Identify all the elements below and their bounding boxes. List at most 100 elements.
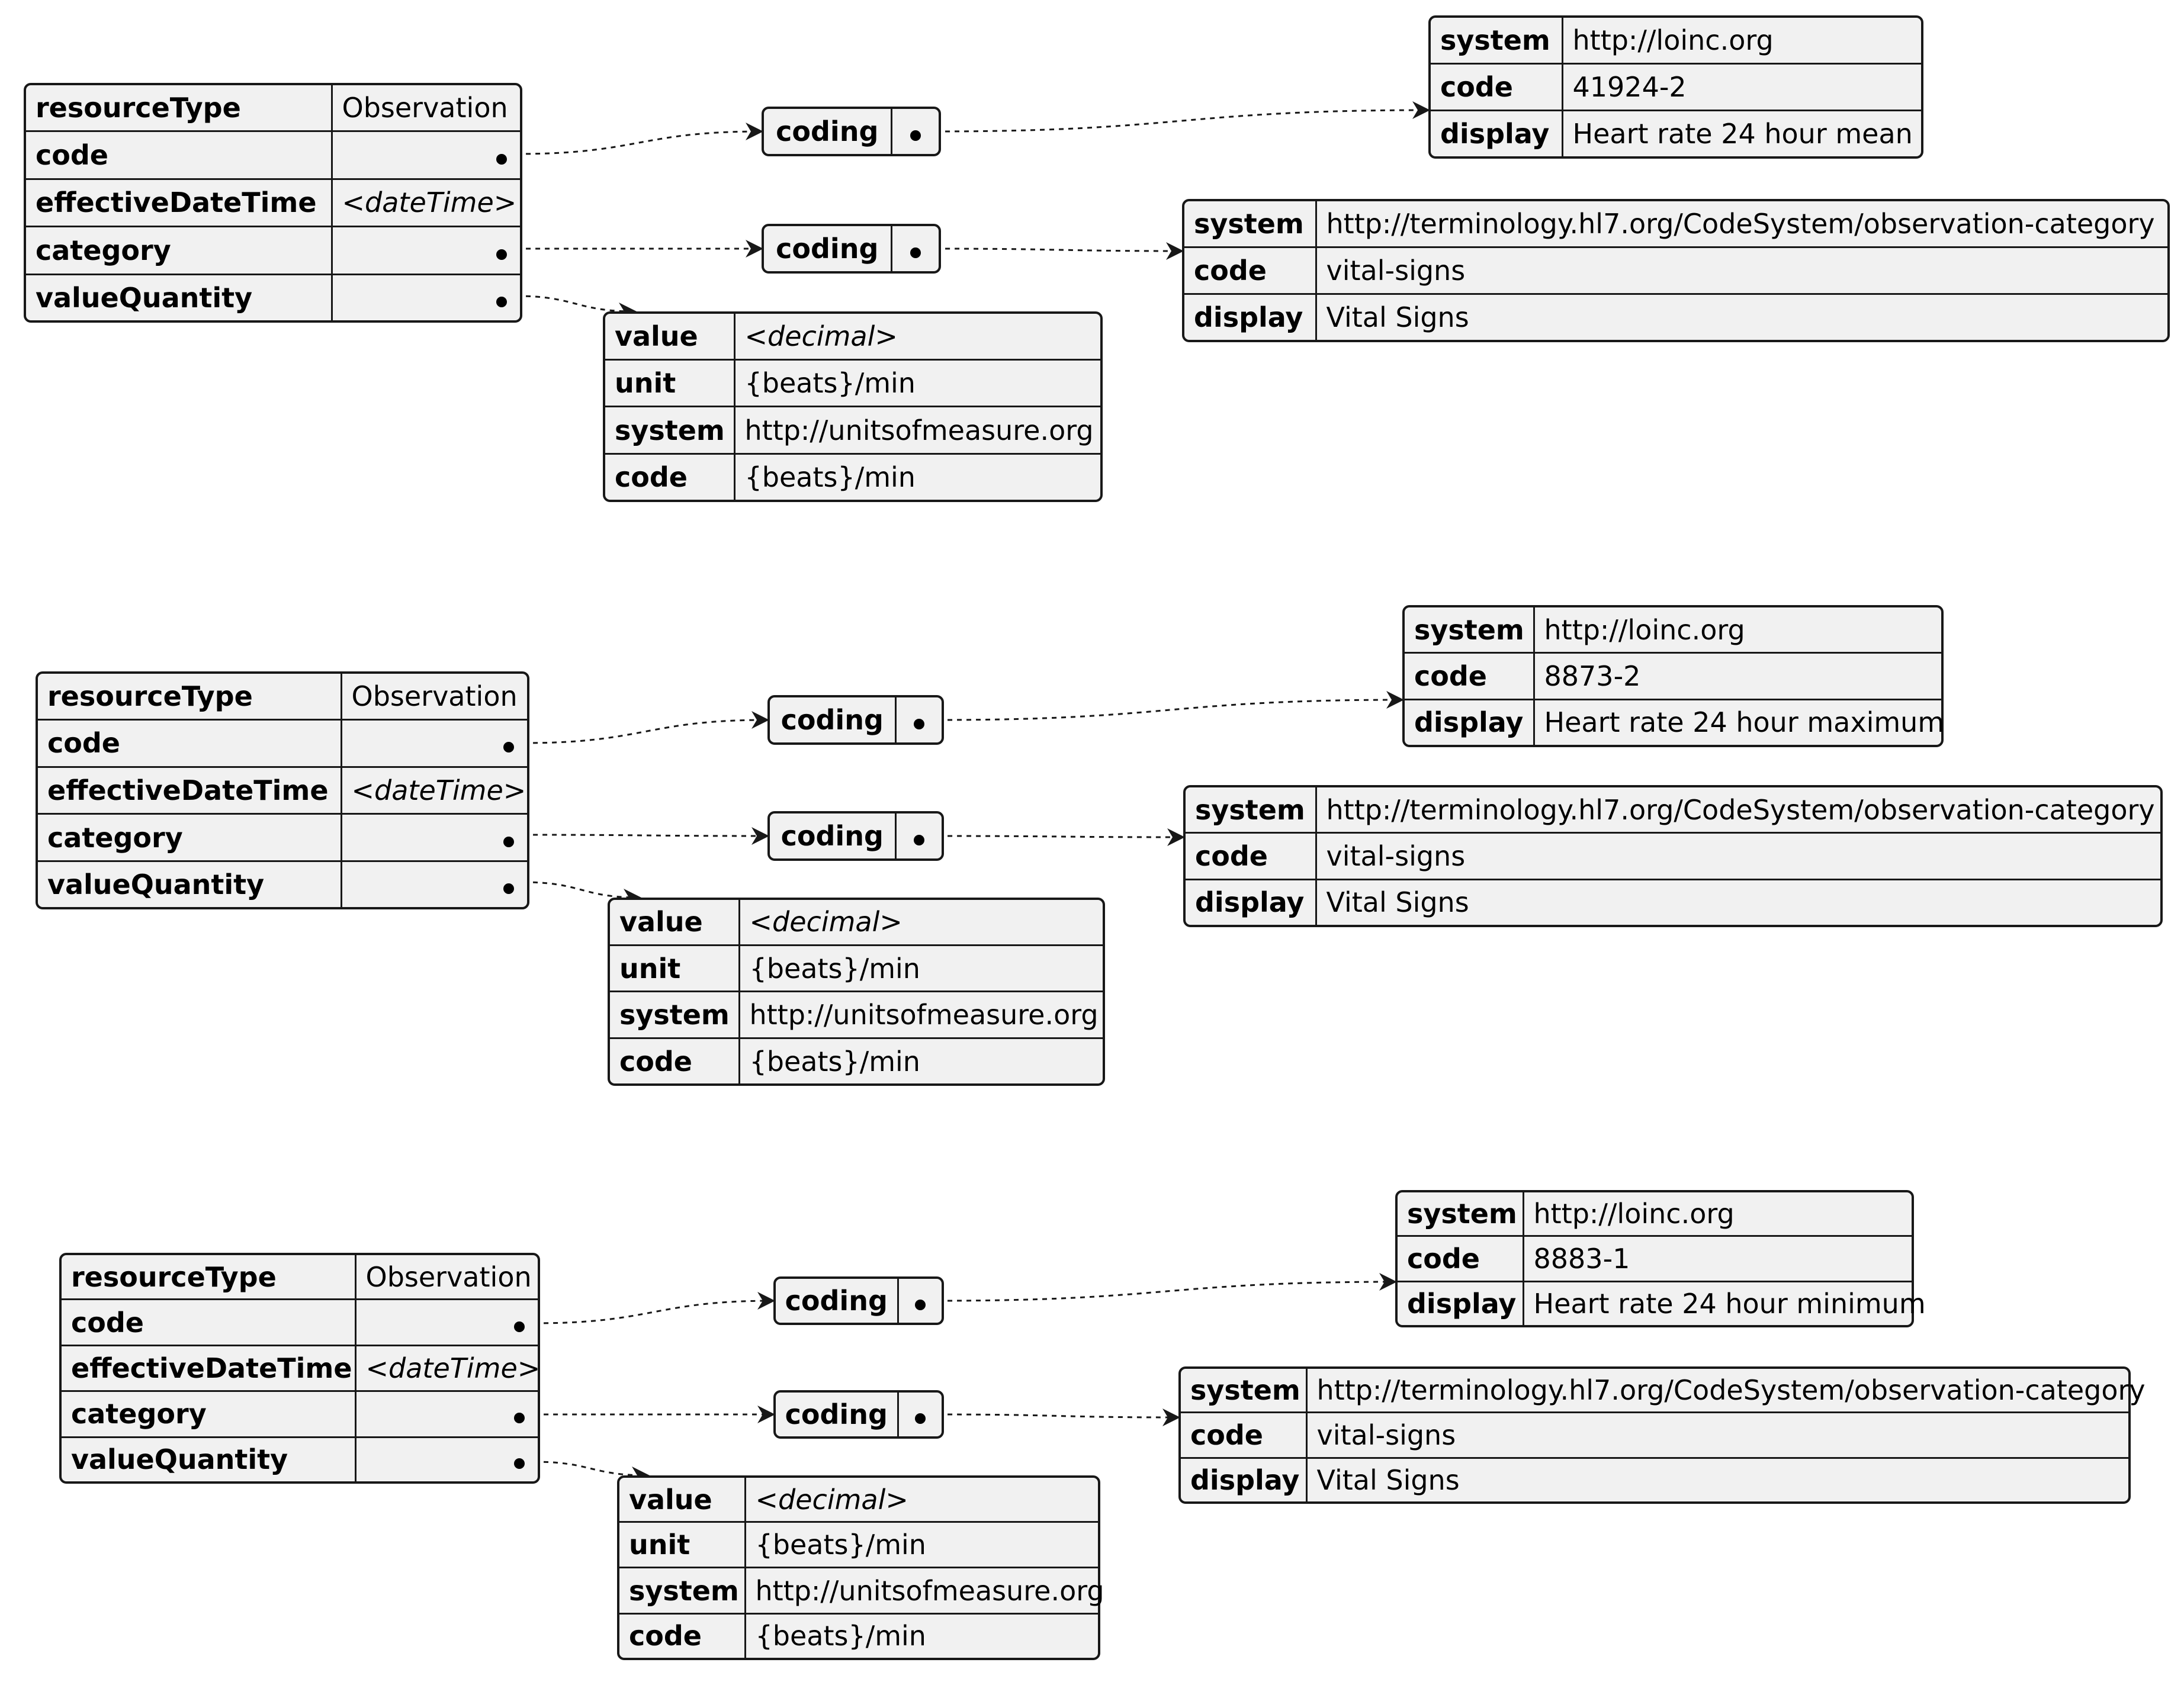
field-key: code bbox=[26, 130, 333, 180]
link-dot-icon bbox=[503, 836, 514, 847]
coding-label: coding bbox=[770, 697, 897, 742]
link-dot-icon bbox=[913, 719, 924, 729]
field-key: code bbox=[1184, 246, 1317, 295]
field-key: display bbox=[1398, 1280, 1524, 1325]
reference-arrow bbox=[935, 242, 1184, 260]
field-value: Vital Signs bbox=[1315, 878, 2160, 925]
field-key: effectiveDateTime bbox=[62, 1344, 356, 1393]
field-value: http://terminology.hl7.org/CodeSystem/ob… bbox=[1315, 201, 2167, 248]
field-value: Heart rate 24 hour maximum bbox=[1533, 698, 1944, 745]
field-key: system bbox=[1398, 1192, 1524, 1237]
field-key: code bbox=[62, 1298, 356, 1346]
field-key: system bbox=[1181, 1369, 1308, 1414]
link-dot-icon bbox=[496, 249, 507, 260]
reference-arrow bbox=[935, 101, 1430, 133]
field-value: http://terminology.hl7.org/CodeSystem/ob… bbox=[1315, 787, 2160, 834]
reference-cell bbox=[330, 130, 520, 180]
field-key: effectiveDateTime bbox=[38, 766, 342, 815]
table-row: category bbox=[62, 1390, 538, 1438]
field-key: system bbox=[1184, 201, 1317, 248]
field-value: <dateTime> bbox=[340, 766, 527, 815]
table-row: valueQuantity bbox=[38, 860, 527, 907]
link-dot-icon bbox=[514, 1458, 525, 1469]
table-row: code bbox=[62, 1298, 538, 1346]
reference-cell bbox=[890, 109, 939, 154]
reference-cell bbox=[340, 860, 527, 907]
category-coding-node: coding bbox=[767, 811, 944, 861]
coding-label: coding bbox=[770, 813, 897, 858]
link-dot-icon bbox=[496, 154, 507, 165]
field-value: {beats}/min bbox=[744, 1612, 1098, 1658]
table-row: coding bbox=[776, 1393, 942, 1436]
link-dot-icon bbox=[514, 1321, 525, 1332]
table-row: code{beats}/min bbox=[619, 1612, 1098, 1658]
reference-arrow bbox=[523, 827, 769, 845]
field-key: category bbox=[62, 1390, 356, 1438]
field-value: Vital Signs bbox=[1305, 1456, 2128, 1501]
reference-arrow bbox=[523, 711, 769, 744]
table-row: unit{beats}/min bbox=[605, 358, 1100, 408]
field-value: 8873-2 bbox=[1533, 652, 1941, 700]
reference-arrow bbox=[516, 295, 637, 320]
field-key: valueQuantity bbox=[62, 1436, 356, 1481]
field-value: Heart rate 24 hour mean bbox=[1561, 110, 1921, 156]
field-key: unit bbox=[610, 944, 740, 993]
field-value: http://unitsofmeasure.org bbox=[738, 991, 1103, 1040]
field-key: display bbox=[1186, 878, 1317, 925]
reference-cell bbox=[354, 1390, 538, 1438]
table-row: category bbox=[38, 813, 527, 863]
field-key: category bbox=[38, 813, 342, 863]
field-value: vital-signs bbox=[1315, 246, 2167, 295]
field-key: resourceType bbox=[38, 674, 342, 721]
reference-cell bbox=[894, 697, 942, 742]
field-value: http://loinc.org bbox=[1561, 18, 1921, 65]
field-key: display bbox=[1181, 1456, 1308, 1501]
coding-label: coding bbox=[776, 1393, 899, 1436]
link-dot-icon bbox=[910, 247, 921, 258]
field-key: resourceType bbox=[62, 1255, 356, 1301]
table-row: coding bbox=[770, 697, 942, 742]
reference-cell bbox=[894, 813, 942, 858]
field-value: http://terminology.hl7.org/CodeSystem/ob… bbox=[1305, 1369, 2146, 1414]
field-value: vital-signs bbox=[1315, 832, 2160, 880]
field-key: effectiveDateTime bbox=[26, 178, 333, 228]
table-row: coding bbox=[764, 109, 939, 154]
field-key: value bbox=[610, 900, 740, 946]
code-coding-node: coding bbox=[762, 107, 941, 156]
field-value: http://unitsofmeasure.org bbox=[733, 406, 1100, 455]
reference-arrow bbox=[516, 123, 763, 155]
field-key: code bbox=[1181, 1411, 1308, 1459]
field-key: system bbox=[610, 991, 740, 1040]
field-value: <decimal> bbox=[738, 900, 1103, 946]
field-key: code bbox=[1398, 1235, 1524, 1282]
field-key: system bbox=[605, 406, 736, 455]
link-dot-icon bbox=[910, 130, 921, 141]
reference-cell bbox=[330, 226, 520, 275]
table-row: code{beats}/min bbox=[605, 453, 1100, 500]
table-row: effectiveDateTime<dateTime> bbox=[26, 178, 520, 228]
reference-cell bbox=[897, 1279, 942, 1323]
table-row: coding bbox=[770, 813, 942, 858]
table-row: code{beats}/min bbox=[610, 1037, 1103, 1083]
table-row: code bbox=[38, 718, 527, 768]
